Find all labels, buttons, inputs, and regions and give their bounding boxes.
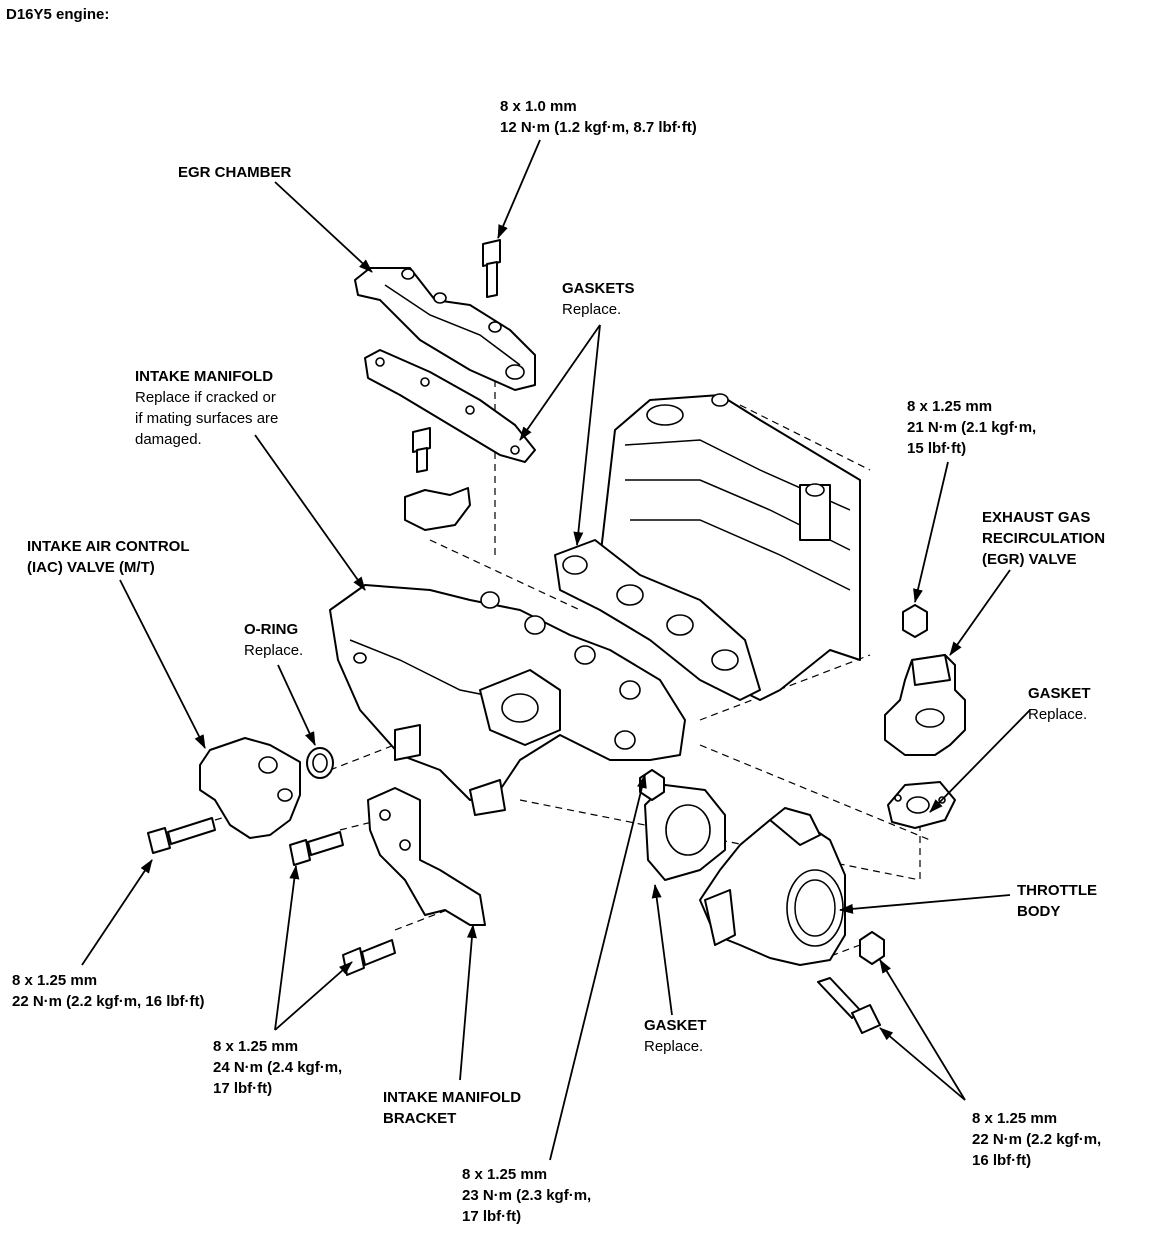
egr-valve-line-1: EXHAUST GAS <box>982 509 1091 526</box>
throttle-bolt-line-2: 22 N·m (2.2 kgf·m, <box>972 1131 1102 1148</box>
throttle-body-nut <box>859 931 885 965</box>
callout-iac-valve: INTAKE AIR CONTROL (IAC) VALVE (M/T) <box>27 536 190 578</box>
callout-gaskets: GASKETS Replace. <box>562 278 635 320</box>
callout-intake-manifold: INTAKE MANIFOLD Replace if cracked or if… <box>135 366 278 450</box>
bracket-label-line-1: INTAKE MANIFOLD <box>383 1089 522 1106</box>
throttle-body-line-2: BODY <box>1017 903 1061 920</box>
intake-manifold-note-2: if mating surfaces are <box>135 410 279 427</box>
egr-chamber <box>354 267 536 391</box>
o-ring-note: Replace. <box>244 642 304 659</box>
egr-chamber-bolt <box>482 239 501 298</box>
egr-gasket-label: GASKET <box>1028 685 1091 702</box>
intake-manifold-bracket <box>367 787 486 926</box>
egr-valve-line-2: RECIRCULATION <box>982 530 1106 547</box>
sensor-bolt <box>404 427 471 531</box>
iac-bolt-size: 8 x 1.25 mm <box>12 972 98 989</box>
callout-manifold-nut: 8 x 1.25 mm 23 N·m (2.3 kgf·m, 17 lbf·ft… <box>462 1164 591 1227</box>
manifold-nut-line-3: 17 lbf·ft) <box>462 1208 522 1225</box>
throttle-body-gasket <box>644 784 726 881</box>
bracket-bolt-line-3: 17 lbf·ft) <box>213 1080 273 1097</box>
egr-valve-gasket <box>887 781 956 829</box>
throttle-body-line-1: THROTTLE <box>1017 882 1097 899</box>
page-heading: D16Y5 engine: <box>6 4 109 25</box>
bracket-bolt-line-1: 8 x 1.25 mm <box>213 1038 299 1055</box>
iac-bolt-torque: 22 N·m (2.2 kgf·m, 16 lbf·ft) <box>12 993 205 1010</box>
callout-egr-gasket: GASKET Replace. <box>1028 683 1091 725</box>
throttle-bolt-line-3: 16 lbf·ft) <box>972 1152 1032 1169</box>
iac-valve-line-2: (IAC) VALVE (M/T) <box>27 559 155 576</box>
egr-bolt-line-1: 8 x 1.25 mm <box>907 398 993 415</box>
callout-iac-bolt: 8 x 1.25 mm 22 N·m (2.2 kgf·m, 16 lbf·ft… <box>12 970 205 1012</box>
alignment-lines <box>214 320 931 961</box>
manifold-nut-line-1: 8 x 1.25 mm <box>462 1166 548 1183</box>
callout-o-ring: O-RING Replace. <box>244 619 303 661</box>
intake-manifold-label: INTAKE MANIFOLD <box>135 368 274 385</box>
throttle-gasket-label: GASKET <box>644 1017 707 1034</box>
iac-bolt <box>147 817 216 854</box>
iac-valve-line-1: INTAKE AIR CONTROL <box>27 538 190 555</box>
heading-text: D16Y5 engine: <box>6 6 110 23</box>
gaskets-note: Replace. <box>562 301 622 318</box>
o-ring-label: O-RING <box>244 621 299 638</box>
gaskets-label: GASKETS <box>562 280 635 297</box>
egr-valve-nut <box>902 604 928 638</box>
iac-valve <box>199 737 301 839</box>
callout-throttle-bolt: 8 x 1.25 mm 22 N·m (2.2 kgf·m, 16 lbf·ft… <box>972 1108 1101 1171</box>
intake-manifold <box>329 584 686 816</box>
egr-gasket-note: Replace. <box>1028 706 1088 723</box>
throttle-body-bolt <box>817 977 881 1034</box>
egr-bolt-line-3: 15 lbf·ft) <box>907 440 967 457</box>
egr-valve-line-3: (EGR) VALVE <box>982 551 1077 568</box>
callout-egr-chamber: EGR CHAMBER <box>178 162 291 183</box>
throttle-body <box>699 807 846 966</box>
o-ring <box>306 747 334 779</box>
callout-throttle-gasket: GASKET Replace. <box>644 1015 707 1057</box>
manifold-nut-line-2: 23 N·m (2.3 kgf·m, <box>462 1187 592 1204</box>
callout-egr-valve: EXHAUST GAS RECIRCULATION (EGR) VALVE <box>982 507 1105 570</box>
bracket-bolt-line-2: 24 N·m (2.4 kgf·m, <box>213 1059 343 1076</box>
bracket-bolt-lower <box>342 939 396 976</box>
egr-bolt-line-2: 21 N·m (2.1 kgf·m, <box>907 419 1037 436</box>
bolt-torque: 12 N·m (1.2 kgf·m, 8.7 lbf·ft) <box>500 119 697 136</box>
egr-chamber-label: EGR CHAMBER <box>178 164 292 181</box>
callout-bracket-bolt: 8 x 1.25 mm 24 N·m (2.4 kgf·m, 17 lbf·ft… <box>213 1036 342 1099</box>
callout-throttle-body: THROTTLE BODY <box>1017 880 1097 922</box>
bracket-bolt-upper <box>289 831 344 866</box>
intake-manifold-gasket <box>554 539 761 701</box>
egr-valve <box>884 654 966 756</box>
bracket-label-line-2: BRACKET <box>383 1110 457 1127</box>
intake-manifold-note-1: Replace if cracked or <box>135 389 276 406</box>
throttle-gasket-note: Replace. <box>644 1038 704 1055</box>
callout-intake-manifold-bracket: INTAKE MANIFOLD BRACKET <box>383 1087 521 1129</box>
intake-manifold-note-3: damaged. <box>135 431 202 448</box>
bolt-size: 8 x 1.0 mm <box>500 98 577 115</box>
manifold-nut <box>639 769 665 801</box>
callout-egr-valve-bolt: 8 x 1.25 mm 21 N·m (2.1 kgf·m, 15 lbf·ft… <box>907 396 1036 459</box>
throttle-bolt-line-1: 8 x 1.25 mm <box>972 1110 1058 1127</box>
leader-lines <box>81 139 1031 1161</box>
callout-egr-chamber-bolt: 8 x 1.0 mm 12 N·m (1.2 kgf·m, 8.7 lbf·ft… <box>500 96 697 138</box>
egr-chamber-gasket <box>364 349 536 463</box>
